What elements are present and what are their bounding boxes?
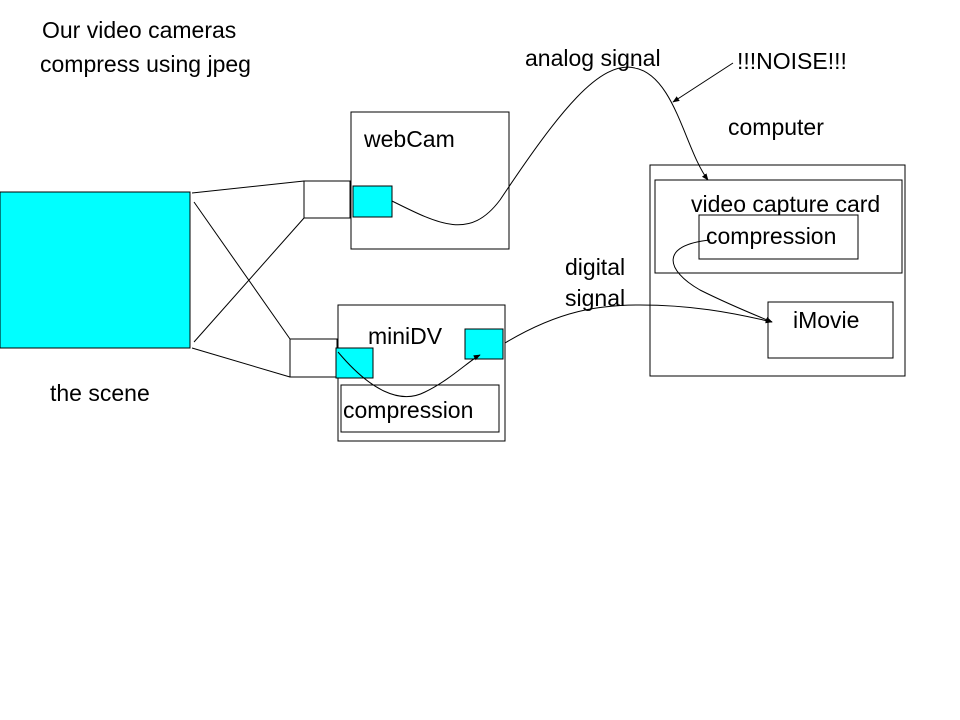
webcam-sensor xyxy=(352,185,393,218)
noise-label: !!!NOISE!!! xyxy=(737,48,847,74)
title-line-2: compress using jpeg xyxy=(40,51,251,77)
video-capture-card-label: video capture card xyxy=(691,191,880,217)
card-compression-label: compression xyxy=(706,223,836,249)
scene-block xyxy=(0,191,191,349)
scene-label: the scene xyxy=(50,380,150,406)
digital-signal-label-line-1: digital xyxy=(565,254,625,280)
minidv-compression-label: compression xyxy=(343,397,473,423)
minidv-output-port xyxy=(464,328,504,360)
minidv-internal-curve xyxy=(337,351,481,397)
imovie-label: iMovie xyxy=(793,307,859,333)
computer-label: computer xyxy=(728,114,824,140)
view-line-scene-to-minidv-top xyxy=(193,201,291,340)
view-line-scene-to-minidv-bottom xyxy=(191,347,291,378)
card-compression-box xyxy=(698,214,859,260)
minidv-label: miniDV xyxy=(368,323,443,349)
webcam-label: webCam xyxy=(363,126,455,152)
noise-arrow xyxy=(672,62,734,103)
minidv-sensor xyxy=(335,347,374,379)
digital-signal-label-line-2: signal xyxy=(565,285,625,311)
webcam-body xyxy=(350,111,510,250)
analog-signal-curve xyxy=(391,66,709,226)
minidv-compression-box xyxy=(340,384,500,433)
minidv-lens xyxy=(289,338,338,378)
analog-signal-label: analog signal xyxy=(525,45,661,71)
title-line-1: Our video cameras xyxy=(42,17,236,43)
view-line-scene-to-webcam-top xyxy=(191,180,305,194)
view-line-scene-to-webcam-bottom xyxy=(193,217,305,343)
webcam-lens xyxy=(303,180,351,219)
card-internal-curve xyxy=(672,239,773,323)
imovie-box xyxy=(767,301,894,359)
digital-signal-curve xyxy=(504,304,773,344)
